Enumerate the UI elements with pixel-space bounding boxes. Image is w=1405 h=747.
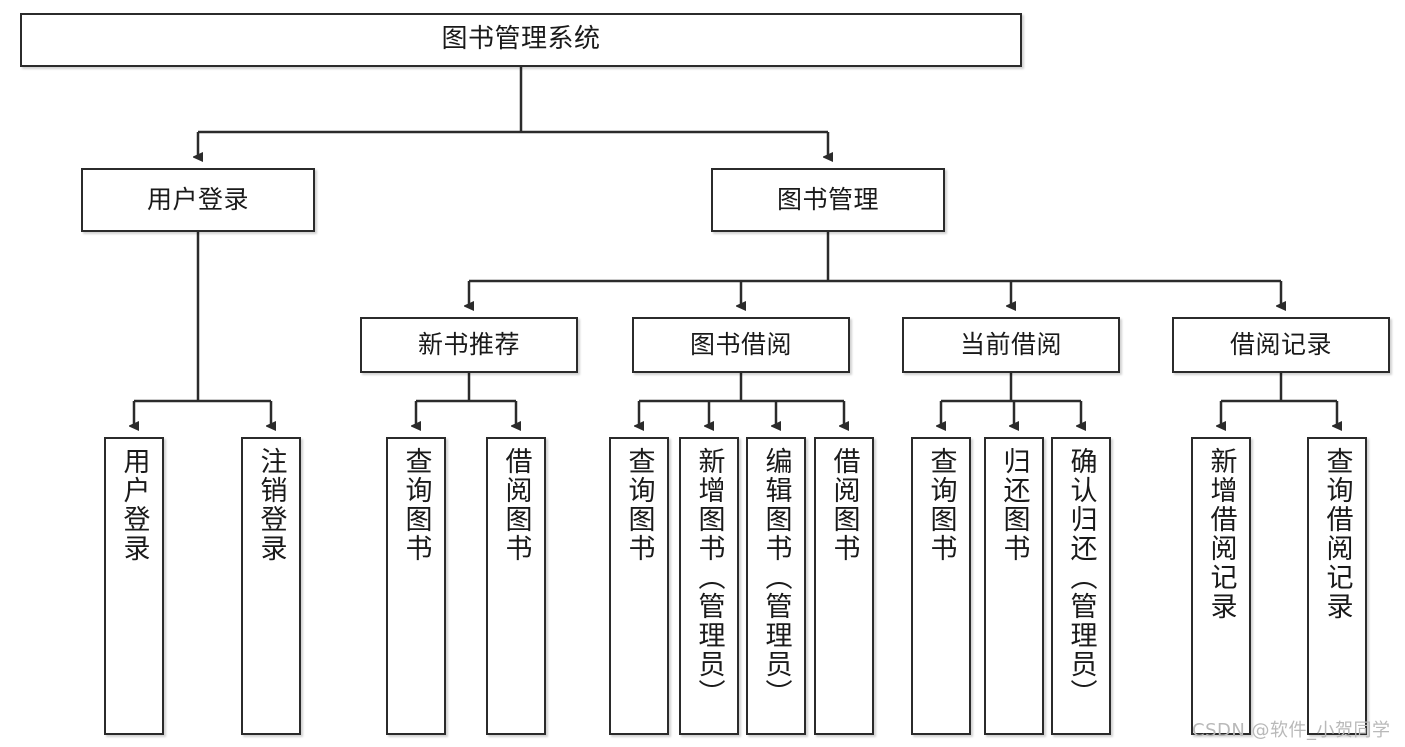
node-login[interactable]: 用户登录	[81, 168, 315, 232]
node-label: 用户登录	[118, 447, 150, 563]
node-label: 新书推荐	[417, 330, 520, 359]
node-records[interactable]: 借阅记录	[1172, 317, 1390, 373]
node-label: 图书管理系统	[441, 24, 601, 55]
node-label: 用户登录	[146, 185, 249, 214]
node-l-querybook1[interactable]: 查询图书	[386, 437, 446, 735]
node-label: 查询图书	[400, 447, 432, 563]
node-l-querybook2[interactable]: 查询图书	[609, 437, 669, 735]
node-root[interactable]: 图书管理系统	[20, 13, 1022, 67]
node-label: 查询图书	[623, 447, 655, 563]
node-l-returnbook[interactable]: 归还图书	[984, 437, 1044, 735]
node-newrec[interactable]: 新书推荐	[360, 317, 578, 373]
node-l-borrowbook1[interactable]: 借阅图书	[486, 437, 546, 735]
node-borrow[interactable]: 图书借阅	[632, 317, 850, 373]
node-label: 归还图书	[998, 447, 1030, 563]
node-l-queryrecord[interactable]: 查询借阅记录	[1307, 437, 1367, 735]
node-label: 查询图书	[925, 447, 957, 563]
node-l-addrecord[interactable]: 新增借阅记录	[1191, 437, 1251, 735]
node-l-borrowbook2[interactable]: 借阅图书	[814, 437, 874, 735]
node-l-editbook[interactable]: 编辑图书（管理员）	[746, 437, 806, 735]
node-current[interactable]: 当前借阅	[902, 317, 1120, 373]
node-l-confirm[interactable]: 确认归还（管理员）	[1051, 437, 1111, 735]
node-label: 借阅图书	[828, 447, 860, 563]
node-label: 借阅图书	[500, 447, 532, 563]
node-label: 新增借阅记录	[1205, 447, 1237, 621]
node-bookmgmt[interactable]: 图书管理	[711, 168, 945, 232]
node-label: 图书管理	[776, 185, 879, 214]
node-l-userlogin[interactable]: 用户登录	[104, 437, 164, 735]
node-label: 确认归还（管理员）	[1065, 447, 1097, 708]
node-l-logout[interactable]: 注销登录	[241, 437, 301, 735]
node-label: 编辑图书（管理员）	[760, 447, 792, 708]
node-label: 借阅记录	[1229, 330, 1332, 359]
node-l-addbook[interactable]: 新增图书（管理员）	[679, 437, 739, 735]
node-l-querybook3[interactable]: 查询图书	[911, 437, 971, 735]
node-label: 当前借阅	[959, 330, 1062, 359]
node-label: 查询借阅记录	[1321, 447, 1353, 621]
node-label: 新增图书（管理员）	[693, 447, 725, 708]
node-label: 图书借阅	[689, 330, 792, 359]
watermark-text: CSDN @软件_小贺同学	[1192, 720, 1391, 741]
node-label: 注销登录	[255, 447, 287, 563]
